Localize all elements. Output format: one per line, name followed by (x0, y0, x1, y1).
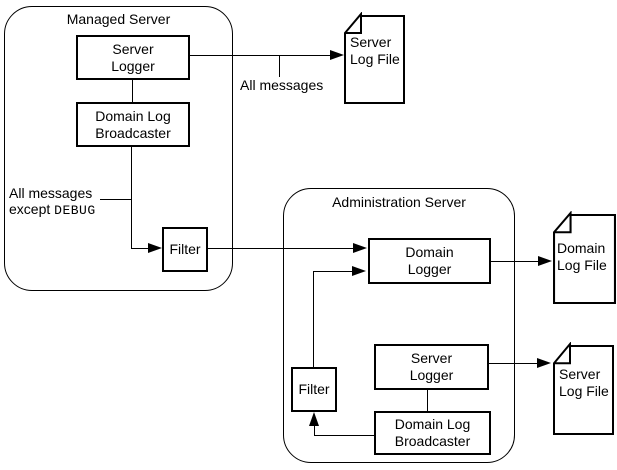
all-messages-label: All messages (240, 77, 324, 93)
arrowhead-icon (352, 266, 366, 276)
arrowhead-icon (537, 358, 551, 368)
connector-admin-filter-to-domain-logger-horizontal (313, 271, 352, 272)
connector-admin-server-logger-to-broadcaster (427, 390, 428, 411)
arrowhead-icon (353, 243, 367, 253)
connector-broadcaster-to-filter-horizontal (131, 248, 149, 249)
server-log-file-bottom-document: Server Log File (553, 342, 614, 435)
domain-log-file-document: Domain Log File (553, 211, 616, 304)
server-log-file-top-document: Server Log File (344, 12, 405, 104)
connector-admin-broadcaster-to-filter-vertical (314, 425, 315, 436)
arrowhead-icon (148, 243, 162, 253)
document-icon (344, 12, 405, 104)
managed-domain-log-broadcaster-box: Domain Log Broadcaster (76, 102, 190, 147)
admin-filter-box: Filter (291, 367, 337, 412)
connector-broadcaster-to-filter-vertical (131, 147, 132, 249)
admin-domain-logger-box: Domain Logger (368, 238, 491, 284)
connector-admin-server-logger-to-log-file (489, 363, 537, 364)
document-icon (553, 211, 616, 304)
administration-server-title: Administration Server (332, 194, 466, 210)
except-debug-line1: All messages (9, 185, 93, 201)
admin-domain-log-broadcaster-box: Domain Log Broadcaster (374, 411, 491, 455)
managed-server-logger-box: Server Logger (76, 35, 190, 80)
server-log-file-top-label: Server Log File (350, 34, 400, 67)
except-debug-leader-line (100, 199, 131, 200)
domain-log-file-label: Domain Log File (557, 240, 607, 273)
connector-filter-to-domain-logger (208, 248, 353, 249)
connector-server-logger-to-log-file (189, 55, 330, 56)
connector-admin-filter-to-domain-logger-vertical (313, 271, 314, 367)
arrowhead-icon (330, 50, 344, 60)
server-log-file-bottom-label: Server Log File (559, 366, 609, 399)
connector-admin-broadcaster-to-filter-horizontal (314, 435, 374, 436)
arrowhead-icon (538, 256, 552, 266)
administration-server-container: Administration Server (283, 188, 515, 463)
all-messages-except-debug-label: All messages except DEBUG (9, 185, 96, 219)
arrowhead-up-icon (309, 412, 319, 426)
debug-code-text: DEBUG (54, 203, 96, 218)
managed-filter-box: Filter (162, 227, 208, 272)
document-icon (553, 342, 614, 435)
admin-server-logger-box: Server Logger (374, 344, 489, 390)
all-messages-leader-line (279, 55, 280, 77)
except-debug-line2: except (9, 201, 51, 217)
connector-domain-logger-to-domain-log-file (491, 261, 538, 262)
connector-server-logger-to-broadcaster (132, 80, 133, 102)
managed-server-title: Managed Server (66, 11, 171, 27)
managed-server-container: Managed Server (4, 6, 233, 291)
